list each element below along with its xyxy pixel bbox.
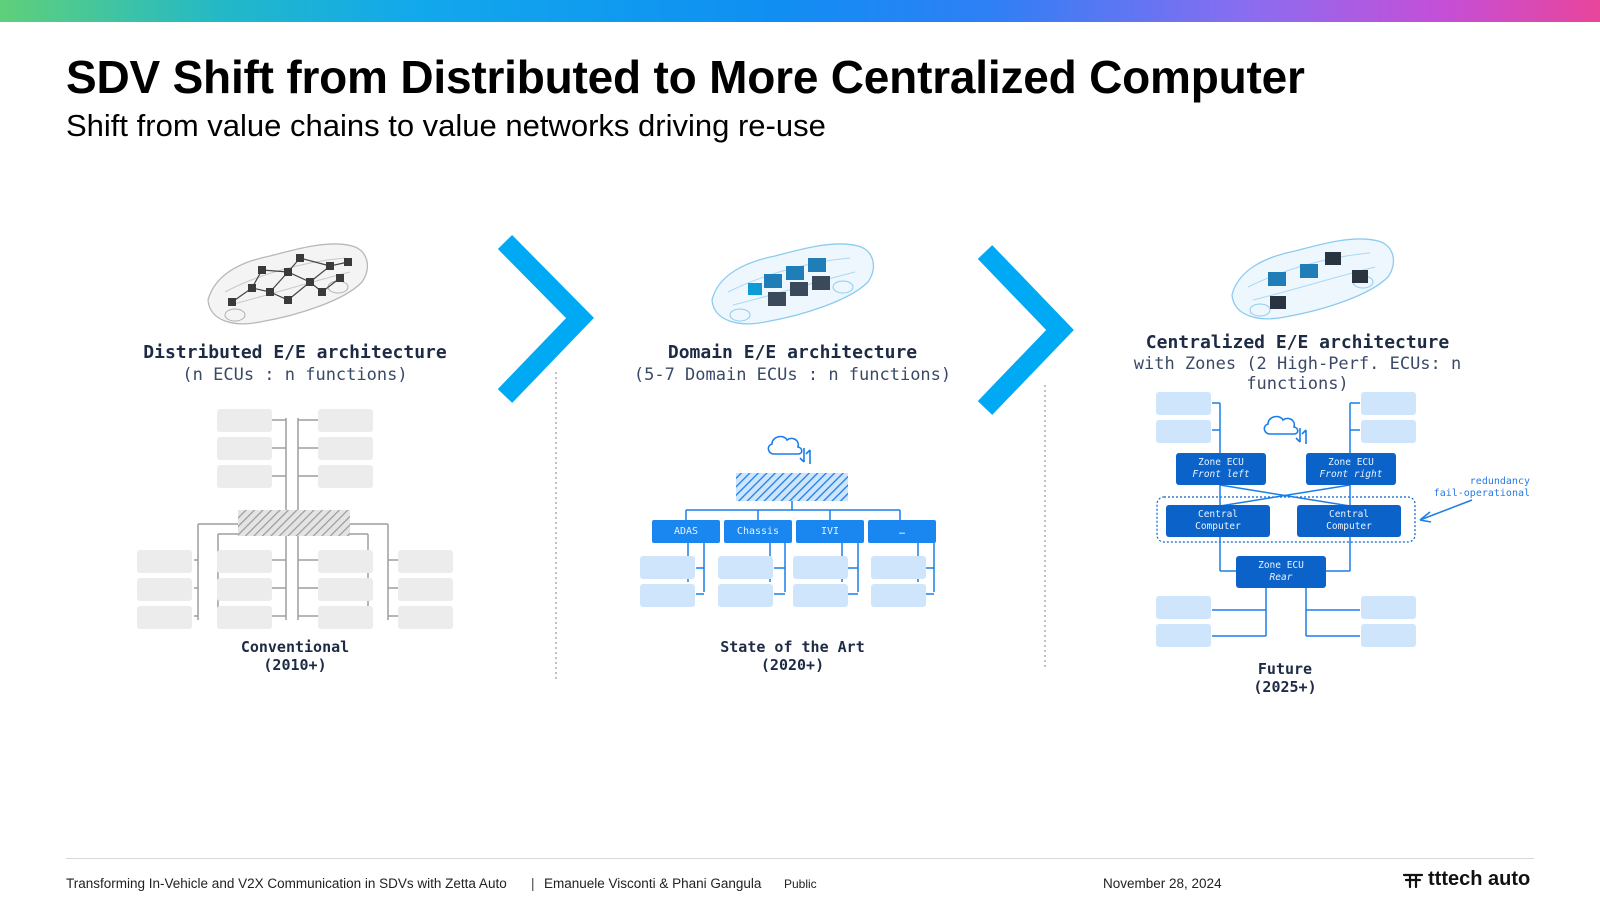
zone-ecu-front-right: Zone ECU Front right xyxy=(1306,453,1396,485)
conventional-diagram xyxy=(137,409,453,629)
chevron-arrow-1 xyxy=(497,234,594,403)
redundancy-annotation: redundancy fail-operational xyxy=(1400,476,1530,500)
brand-logo: tttech auto xyxy=(1402,868,1530,891)
car-centralized-illustration xyxy=(1231,238,1395,320)
domain-diagram xyxy=(640,435,935,607)
slide-title: SDV Shift from Distributed to More Centr… xyxy=(66,51,1305,103)
zone-ecu-rear: Zone ECU Rear xyxy=(1236,556,1326,588)
era-state-of-the-art: State of the Art (2020+) xyxy=(675,638,910,674)
era-conventional: Conventional (2010+) xyxy=(180,638,410,674)
era-years: (2010+) xyxy=(263,656,327,674)
domain-label: Chassis xyxy=(736,526,780,537)
era-years: (2020+) xyxy=(760,656,825,674)
zone-ecu-name: Zone ECU xyxy=(1328,457,1374,468)
footer-presentation-title: Transforming In-Vehicle and V2X Communic… xyxy=(66,876,507,891)
domain-block-more: … xyxy=(868,520,936,543)
zone-ecu-name: Zone ECU xyxy=(1258,560,1304,571)
tttech-logo-icon xyxy=(1402,873,1424,888)
car-domain-illustration xyxy=(711,243,875,325)
annotation-line2: fail-operational xyxy=(1433,488,1530,499)
zone-ecu-position: Front left xyxy=(1192,469,1250,480)
car-distributed-illustration xyxy=(207,243,369,325)
distributed-architecture-subtitle: (n ECUs : n functions) xyxy=(182,365,408,385)
zone-ecu-position: Rear xyxy=(1269,572,1293,583)
era-years: (2025+) xyxy=(1253,678,1317,696)
domain-architecture-subtitle: (5-7 Domain ECUs : n functions) xyxy=(633,365,952,385)
redundancy-group xyxy=(1156,496,1416,543)
domain-label: IVI xyxy=(820,526,840,537)
top-gradient-bar xyxy=(0,0,1600,22)
domain-block-ivi: IVI xyxy=(796,520,864,543)
era-name: Conventional xyxy=(240,638,350,656)
central-computer-line2: Computer xyxy=(1195,521,1241,532)
era-future: Future (2025+) xyxy=(1170,660,1400,696)
zone-ecu-front-left: Zone ECU Front left xyxy=(1176,453,1266,485)
central-computer-right: Central Computer xyxy=(1297,505,1401,537)
cloud-icon-2 xyxy=(767,435,811,464)
domain-block-adas: ADAS xyxy=(652,520,720,543)
brand-name: tttech auto xyxy=(1428,868,1531,890)
footer-separator: | xyxy=(531,876,535,891)
era-name: Future xyxy=(1257,660,1313,678)
distributed-architecture-title: Distributed E/E architecture xyxy=(143,342,447,363)
centralized-architecture-title: Centralized E/E architecture xyxy=(1145,332,1450,353)
zone-ecu-name: Zone ECU xyxy=(1198,457,1244,468)
annotation-line1: redundancy xyxy=(1469,476,1530,487)
cloud-icon-3 xyxy=(1263,415,1307,444)
footer-authors: Emanuele Visconti & Phani Gangula xyxy=(544,876,762,891)
central-gateway-block xyxy=(736,473,848,501)
chevron-arrow-2 xyxy=(977,245,1074,415)
central-computer-line1: Central xyxy=(1328,509,1370,520)
central-computer-left: Central Computer xyxy=(1166,505,1270,537)
centralized-diagram xyxy=(1156,392,1473,647)
domain-architecture-title: Domain E/E architecture xyxy=(667,342,918,363)
domain-label: … xyxy=(898,526,906,537)
slide-subtitle: Shift from value chains to value network… xyxy=(66,108,826,143)
zone-ecu-position: Front right xyxy=(1319,469,1383,480)
domain-label: ADAS xyxy=(673,526,699,537)
footer-classification: Public xyxy=(784,877,817,891)
footer-divider xyxy=(66,858,1534,859)
centralized-architecture-subtitle: with Zones (2 High-Perf. ECUs: n functio… xyxy=(1133,354,1462,394)
central-computer-line2: Computer xyxy=(1326,521,1372,532)
era-name: State of the Art xyxy=(720,638,865,656)
annotation-arrow xyxy=(1419,499,1473,521)
central-computer-line1: Central xyxy=(1197,509,1239,520)
domain-block-chassis: Chassis xyxy=(724,520,792,543)
gateway-block xyxy=(238,510,350,536)
footer-date: November 28, 2024 xyxy=(1103,876,1222,891)
